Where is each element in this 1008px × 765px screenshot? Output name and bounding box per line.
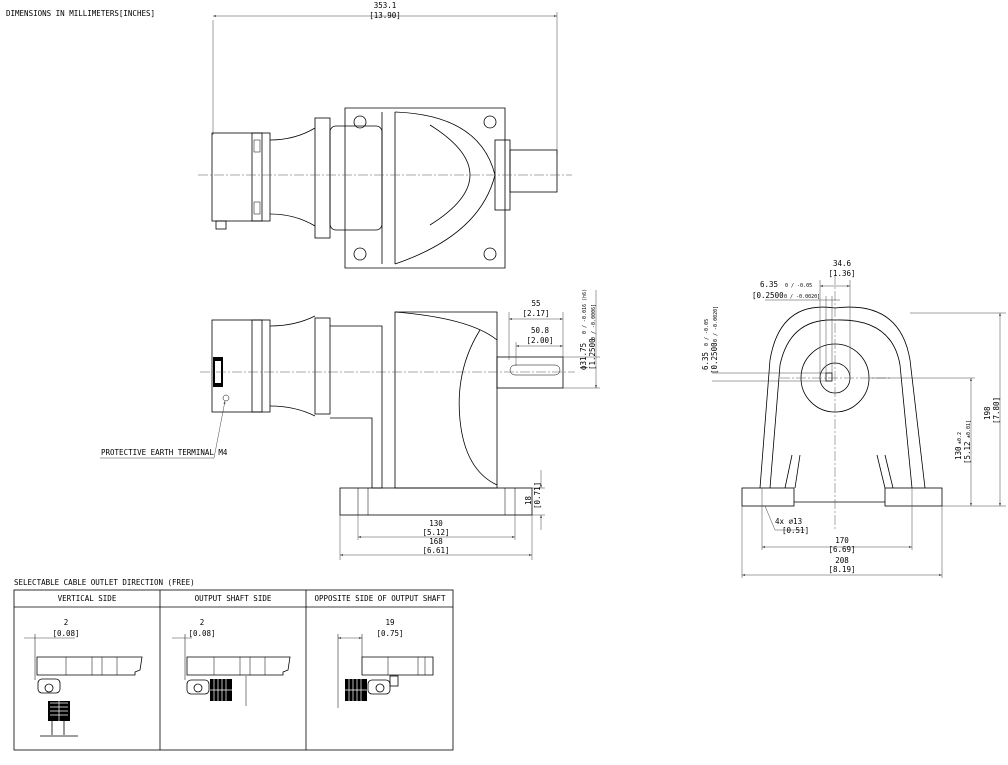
dim-value: 2 [64,618,69,627]
base-thickness-in: [0.71] [533,482,542,509]
total-height-in: [7.80] [992,397,1001,424]
key-height-in: [0.2500 [710,342,719,374]
overall-length: 353.1 [374,1,397,10]
earth-terminal-label: PROTECTIVE EARTH TERMINAL M4 [101,448,228,457]
shaft-diameter-in-tol: 0 / -0.0006] [591,304,597,340]
key-width: 6.35 [760,280,778,289]
hole-pitch: 170 [835,536,849,545]
key-height-tol: 0 / -0.05 [704,319,710,346]
center-height-in: [5.12 [963,441,972,464]
key-height-in-tol: 0 / -0.0020] [713,306,719,342]
base-width: 208 [835,556,849,565]
drawing-title: DIMENSIONS IN MILLIMETERS[INCHES] [6,9,155,18]
shaft-diameter: ϕ31.75 [579,343,588,370]
earth-terminal-icon [222,394,230,402]
hole-pitch-in: [6.69] [828,545,855,554]
key-width-in: [0.2500 [752,291,784,300]
base-length-in: [6.61] [422,546,449,555]
dim-value: 2 [200,618,205,627]
dim-value: 19 [385,618,394,627]
col-header-opposite-side: OPPOSITE SIDE OF OUTPUT SHAFT [315,594,446,603]
center-height-tol: ±0.2 [957,432,963,444]
col-header-vertical-side: VERTICAL SIDE [58,594,117,603]
key-width-in-tol: 0 / -0.0020] [784,294,820,300]
key-position: 34.6 [833,259,852,268]
cable-table-title: SELECTABLE CABLE OUTLET DIRECTION (FREE) [14,578,195,587]
shaft-diameter-in: [1.2500 [588,338,597,370]
mounting-holes: 4x ⌀13 [775,517,802,526]
base-width-in: [8.19] [828,565,855,574]
cable-outlet-table: SELECTABLE CABLE OUTLET DIRECTION (FREE)… [13,578,454,751]
shaft-length: 55 [531,299,540,308]
output-shaft-side-illustration: 2 [0.08] [172,618,291,706]
total-height: 198 [983,406,992,420]
base-thickness: 18 [524,495,533,505]
shaft-length-in: [2.17] [522,309,549,318]
opposite-side-illustration: 19 [0.75] [337,618,434,708]
foot-pitch-in: [5.12] [422,528,449,537]
top-view: 353.1 [13.90] [198,1,572,269]
front-view: 55 [2.17] 50.8 [2.00] ϕ31.75 0 / -0.016 … [100,289,600,560]
dim-value-in: [0.75] [376,629,403,638]
key-length: 50.8 [531,326,550,335]
shaft-diameter-tol: 0 / -0.016 (h6) [582,289,588,334]
key-width-tol: 0 / -0.05 [785,283,812,289]
base-length: 168 [429,537,443,546]
center-height-in-tol: ±0.01] [966,420,972,438]
foot-pitch: 130 [429,519,443,528]
center-height: 130 [954,446,963,460]
col-header-output-shaft-side: OUTPUT SHAFT SIDE [195,594,272,603]
dim-value-in: [0.08] [52,629,79,638]
mounting-holes-in: [0.51] [782,526,809,535]
vertical-side-illustration: 2 [0.08] [24,618,143,737]
overall-length-in: [13.90] [369,11,401,20]
key-position-in: [1.36] [828,269,855,278]
key-length-in: [2.00] [526,336,553,345]
key-height: 6.35 [701,352,710,370]
dim-value-in: [0.08] [188,629,215,638]
side-view: 34.6 [1.36] 6.35 0 / -0.05 [0.2500 0 / -… [701,259,1006,578]
